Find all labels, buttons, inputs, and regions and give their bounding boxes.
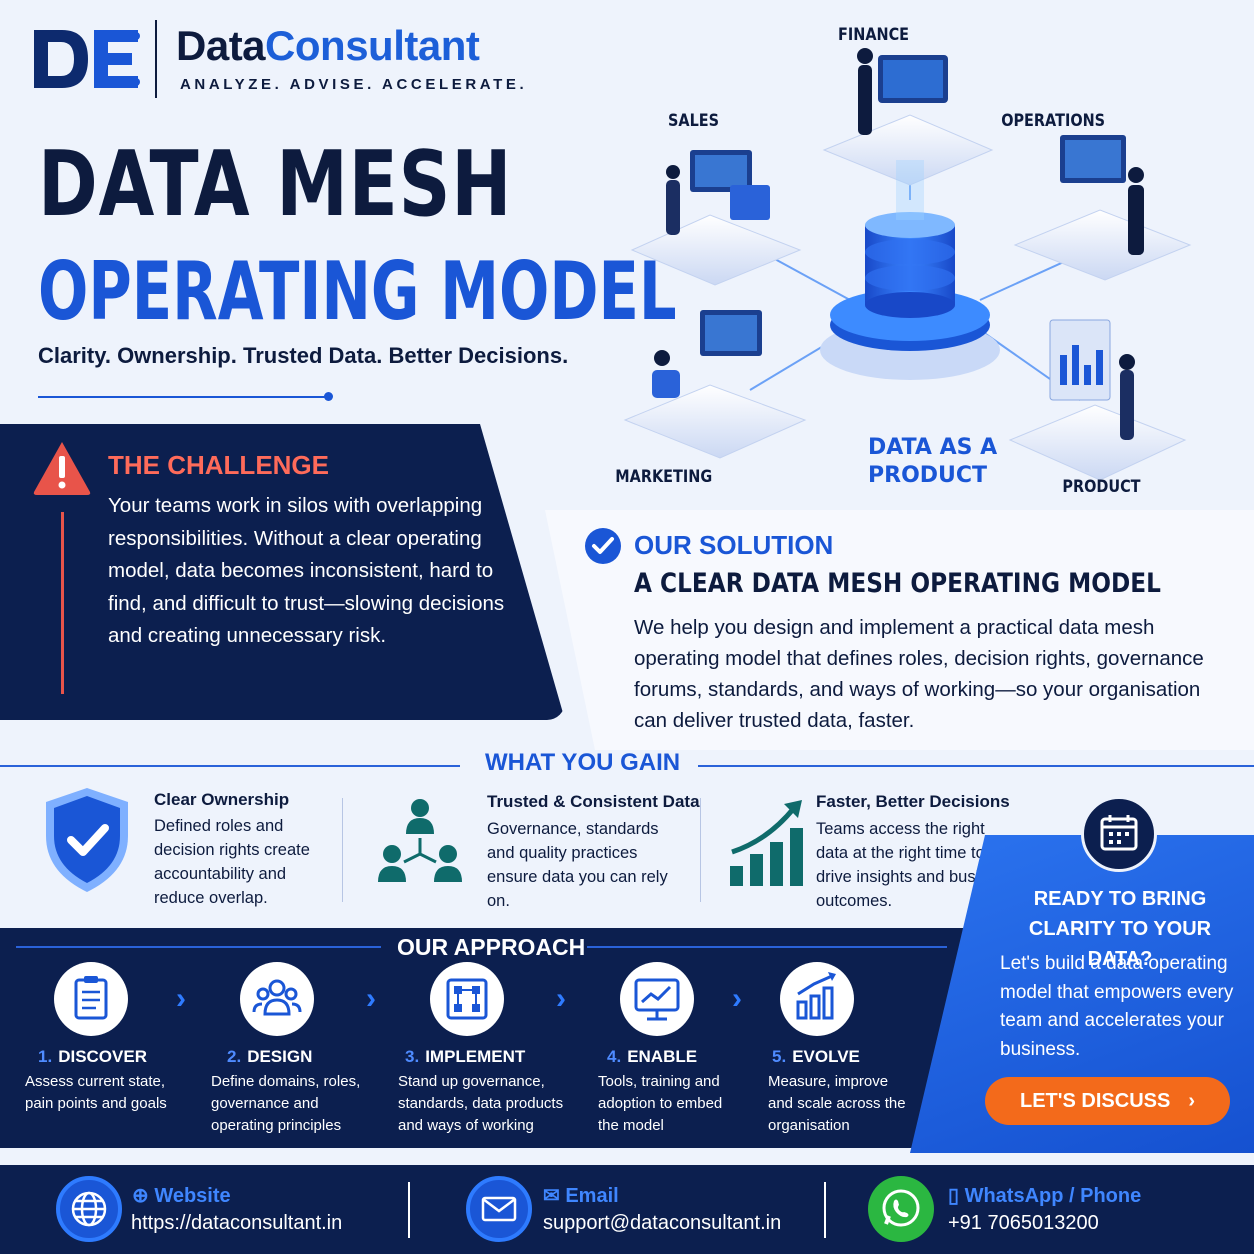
people-icon bbox=[252, 979, 302, 1016]
check-badge-icon bbox=[585, 528, 621, 564]
step-implement-title: 3.IMPLEMENT bbox=[405, 1047, 526, 1066]
approach-rule-right bbox=[587, 946, 947, 948]
gain-rule-right bbox=[698, 765, 1254, 767]
envelope-small-icon: ✉ bbox=[543, 1185, 566, 1207]
footer-email-label: ✉ Email bbox=[543, 1185, 619, 1207]
globe-icon bbox=[71, 1191, 107, 1227]
illus-label-finance: FINANCE bbox=[838, 24, 909, 44]
illus-center-label-2: PRODUCT bbox=[868, 463, 987, 488]
solution-panel bbox=[545, 510, 1254, 750]
gain-separator bbox=[700, 798, 701, 902]
approach-rule-left bbox=[16, 946, 381, 948]
cta-title: READY TO BRING CLARITY TO YOUR DATA? bbox=[1028, 888, 1212, 970]
approach-title: OUR APPROACH bbox=[397, 934, 586, 960]
hero-subtitle: Clarity. Ownership. Trusted Data. Better… bbox=[38, 343, 569, 368]
gain-desc-ownership: Defined roles and decision rights create… bbox=[154, 817, 310, 907]
team-network-icon bbox=[378, 799, 462, 882]
step-design-desc: Define domains, roles, governance and op… bbox=[211, 1073, 361, 1134]
cta-icon-badge bbox=[1081, 796, 1157, 872]
gain-title-faster: Faster, Better Decisions bbox=[816, 792, 1010, 811]
mail-icon-badge bbox=[466, 1176, 532, 1242]
lets-discuss-button[interactable]: LET'S DISCUSS› bbox=[985, 1077, 1230, 1125]
solution-title: OUR SOLUTION bbox=[634, 530, 834, 560]
gain-title-ownership: Clear Ownership bbox=[154, 790, 290, 809]
step-arrow-icon: › bbox=[176, 982, 186, 1015]
footer-separator bbox=[408, 1182, 410, 1238]
step-evolve-desc: Measure, improve and scale across the or… bbox=[768, 1073, 906, 1134]
step-arrow-icon: › bbox=[366, 982, 376, 1015]
illus-label-marketing: MARKETING bbox=[615, 466, 712, 486]
monitor-chart-icon bbox=[634, 978, 680, 1021]
hero-title-line1: DATA MESH bbox=[38, 132, 513, 237]
phone-small-icon: ▯ bbox=[948, 1185, 965, 1207]
whatsapp-icon bbox=[882, 1189, 920, 1227]
globe-icon-badge bbox=[56, 1176, 122, 1242]
step-enable-desc: Tools, training and adoption to embed th… bbox=[598, 1073, 723, 1134]
product-platform bbox=[1008, 319, 1187, 481]
footer-bar bbox=[0, 1165, 1254, 1254]
step-design-badge bbox=[240, 962, 314, 1036]
step-enable-title: 4.ENABLE bbox=[607, 1047, 698, 1066]
step-evolve-title: 5.EVOLVE bbox=[772, 1047, 860, 1066]
step-discover-badge bbox=[54, 962, 128, 1036]
footer-phone-label: ▯ WhatsApp / Phone bbox=[948, 1185, 1142, 1207]
step-implement-badge bbox=[430, 962, 504, 1036]
step-arrow-icon: › bbox=[732, 982, 742, 1015]
calendar-icon bbox=[1100, 815, 1138, 851]
step-design-title: 2.DESIGN bbox=[227, 1047, 313, 1066]
challenge-text: Your teams work in silos with overlappin… bbox=[108, 494, 505, 647]
central-database bbox=[820, 160, 1000, 380]
gain-rule-left bbox=[0, 765, 460, 767]
data-mesh-illustration: FINANCE SALES OPERATIONS MARKETING PRODU… bbox=[615, 24, 1192, 496]
workflow-icon bbox=[446, 978, 488, 1020]
gain-separator bbox=[342, 798, 343, 902]
step-arrow-icon: › bbox=[556, 982, 566, 1015]
footer-email-link[interactable]: support@dataconsultant.in bbox=[543, 1212, 782, 1234]
footer-website-link[interactable]: https://dataconsultant.in bbox=[131, 1212, 343, 1234]
step-evolve-badge bbox=[780, 962, 854, 1036]
challenge-accent-line bbox=[61, 512, 64, 694]
gain-desc-faster: Teams access the right data at the right… bbox=[816, 820, 1015, 910]
brand-name: DataConsultant bbox=[176, 22, 480, 69]
solution-subtitle: A CLEAR DATA MESH OPERATING MODEL bbox=[634, 568, 1161, 599]
footer-separator bbox=[824, 1182, 826, 1238]
gains-title: WHAT YOU GAIN bbox=[485, 749, 681, 776]
hero-title-line2: OPERATING MODEL bbox=[38, 245, 677, 338]
growth-chart-icon bbox=[730, 800, 803, 886]
gain-title-trusted: Trusted & Consistent Data bbox=[487, 792, 700, 811]
footer-phone-link[interactable]: +91 7065013200 bbox=[948, 1212, 1099, 1234]
step-enable-badge bbox=[620, 962, 694, 1036]
bar-growth-icon bbox=[796, 972, 836, 1020]
challenge-title: THE CHALLENGE bbox=[108, 450, 329, 480]
solution-text: We help you design and implement a pract… bbox=[634, 616, 1204, 732]
illus-center-label-1: DATA AS A bbox=[868, 435, 997, 460]
logo-mark bbox=[34, 30, 140, 88]
illus-label-operations: OPERATIONS bbox=[1001, 110, 1105, 130]
illus-label-sales: SALES bbox=[668, 110, 719, 130]
subtitle-underline bbox=[38, 396, 328, 398]
illus-label-product: PRODUCT bbox=[1062, 476, 1140, 496]
whatsapp-icon-badge bbox=[868, 1176, 934, 1242]
step-discover-desc: Assess current state, pain points and go… bbox=[25, 1073, 167, 1112]
operations-platform bbox=[1013, 135, 1192, 281]
brand-tagline: ANALYZE. ADVISE. ACCELERATE. bbox=[180, 76, 528, 93]
footer-website-label: ⊕ Website bbox=[132, 1185, 231, 1207]
chevron-right-icon: › bbox=[1188, 1089, 1195, 1112]
clipboard-icon bbox=[74, 976, 108, 1020]
gain-desc-trusted: Governance, standards and quality practi… bbox=[487, 820, 668, 910]
marketing-platform bbox=[623, 310, 807, 459]
mail-icon bbox=[481, 1196, 517, 1222]
shield-check-icon bbox=[46, 788, 128, 892]
challenge-panel bbox=[0, 424, 565, 720]
sales-platform bbox=[630, 150, 802, 286]
globe-small-icon: ⊕ bbox=[132, 1185, 155, 1207]
subtitle-dot bbox=[324, 392, 333, 401]
step-implement-desc: Stand up governance, standards, data pro… bbox=[398, 1073, 564, 1134]
warning-icon bbox=[33, 442, 91, 495]
logo-divider bbox=[155, 20, 157, 98]
cta-text: Let's build a data operating model that … bbox=[1000, 953, 1234, 1060]
finance-platform bbox=[822, 48, 994, 186]
step-discover-title: 1.DISCOVER bbox=[38, 1047, 147, 1066]
